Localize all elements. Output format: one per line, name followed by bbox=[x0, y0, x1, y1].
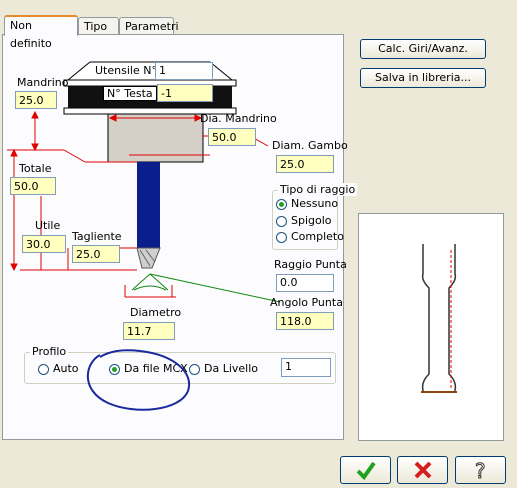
totale-label: Totale bbox=[19, 162, 52, 175]
mandrino-input[interactable]: 25.0 bbox=[15, 91, 57, 109]
radio-da-file-mcx-label: Da file MCX bbox=[124, 362, 188, 375]
cancel-button[interactable] bbox=[397, 456, 448, 484]
radio-da-livello-label: Da Livello bbox=[204, 362, 259, 375]
help-button[interactable]: ? bbox=[455, 456, 506, 484]
tagliente-label: Tagliente bbox=[72, 230, 122, 243]
calc-giri-button[interactable]: Calc. Giri/Avanz. bbox=[360, 39, 486, 59]
diam-gambo-input[interactable]: 25.0 bbox=[276, 155, 334, 173]
dia-mandrino-input[interactable]: 50.0 bbox=[208, 128, 256, 146]
radio-spigolo[interactable] bbox=[276, 216, 287, 227]
profilo-group bbox=[24, 352, 336, 384]
dia-mandrino-label: Dia. Mandrino bbox=[200, 112, 277, 125]
tipo-raggio-title: Tipo di raggio bbox=[278, 183, 358, 196]
totale-input[interactable]: 50.0 bbox=[10, 177, 56, 195]
profilo-title: Profilo bbox=[30, 345, 69, 358]
holder-body bbox=[107, 113, 204, 163]
tab-tipo[interactable]: Tipo bbox=[78, 17, 119, 36]
ok-icon bbox=[356, 461, 376, 481]
flute-tip bbox=[136, 247, 161, 269]
raggio-punta-label: Raggio Punta bbox=[274, 258, 347, 271]
radio-da-livello[interactable] bbox=[189, 364, 200, 375]
radio-da-file-mcx[interactable] bbox=[109, 364, 120, 375]
testa-label: N° Testa bbox=[103, 86, 157, 101]
tab-non-definito[interactable]: Non definito bbox=[4, 15, 78, 50]
utile-input[interactable]: 30.0 bbox=[22, 235, 66, 253]
radio-completo-label: Completo bbox=[291, 230, 344, 243]
radio-nessuno-label: Nessuno bbox=[291, 197, 339, 210]
tagliente-input[interactable]: 25.0 bbox=[72, 245, 120, 263]
radio-spigolo-label: Spigolo bbox=[291, 214, 332, 227]
diam-gambo-label: Diam. Gambo bbox=[272, 139, 348, 152]
radio-nessuno[interactable] bbox=[276, 199, 287, 210]
radio-completo[interactable] bbox=[276, 232, 287, 243]
utile-label: Utile bbox=[35, 219, 61, 232]
angolo-punta-label: Angolo Punta bbox=[270, 296, 343, 309]
utensile-label: Utensile N° bbox=[95, 64, 157, 77]
shank bbox=[137, 162, 160, 248]
livello-input[interactable]: 1 bbox=[281, 358, 331, 377]
radio-auto-label: Auto bbox=[53, 362, 79, 375]
angolo-punta-input[interactable]: 118.0 bbox=[276, 312, 334, 330]
radio-auto[interactable] bbox=[38, 364, 49, 375]
diametro-label: Diametro bbox=[130, 306, 182, 319]
raggio-punta-input[interactable]: 0.0 bbox=[276, 274, 334, 292]
profile-preview bbox=[358, 213, 504, 441]
help-icon: ? bbox=[474, 459, 486, 484]
testa-input[interactable]: -1 bbox=[157, 84, 213, 102]
mandrino-label: Mandrino bbox=[17, 76, 69, 89]
annotation-circle bbox=[86, 349, 191, 411]
diametro-input[interactable]: 11.7 bbox=[123, 322, 175, 340]
cancel-icon bbox=[414, 461, 431, 479]
profile-preview-drawing bbox=[421, 244, 457, 393]
ok-button[interactable] bbox=[340, 456, 391, 484]
tab-parametri[interactable]: Parametri bbox=[119, 17, 179, 36]
salva-libreria-button[interactable]: Salva in libreria... bbox=[360, 68, 486, 88]
svg-text:?: ? bbox=[475, 459, 486, 482]
utensile-input[interactable]: 1 bbox=[155, 62, 213, 80]
